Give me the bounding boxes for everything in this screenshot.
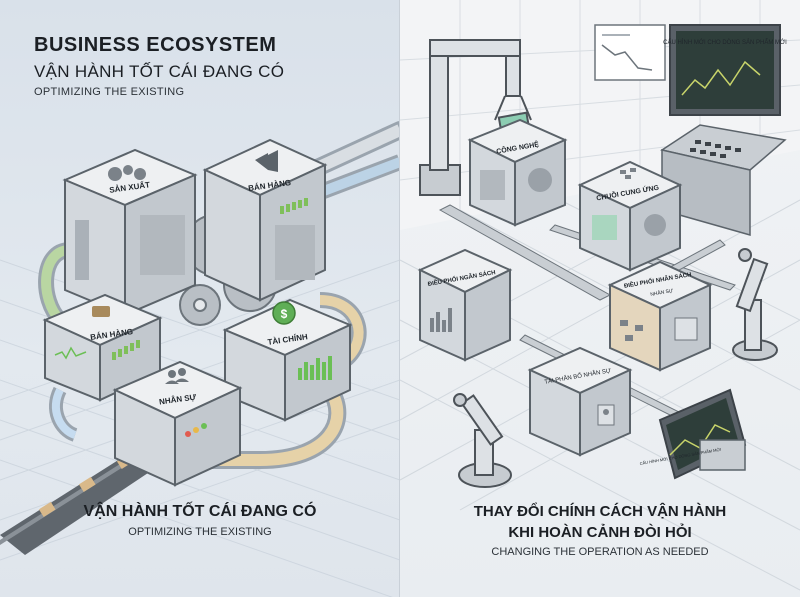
right-caption: THAY ĐỔI CHÍNH CÁCH VẬN HÀNH: [473, 503, 727, 520]
pipe: [52, 388, 77, 439]
control-console: [699, 439, 746, 471]
module-tai-phan-bo-nhan-su: TÁI PHÂN BỔ NHÂN SỰ: [527, 346, 633, 457]
chart-icon: [674, 317, 698, 341]
monitor-label-text: CẤU HÌNH MỚI CHO DÒNG SẢN PHẨM MỚI: [663, 39, 787, 46]
pipe: [319, 295, 364, 364]
module-dieu-phoi-ngan-sach: ĐIỀU PHỐI NGÂN SÁCH: [417, 248, 513, 362]
briefcase-icon: [92, 306, 110, 317]
module-sublabel: NHÂN SỰ: [650, 287, 675, 298]
gears-icon: [108, 165, 146, 181]
right-panel: CẤU HÌNH MỚI CHO DÒNG SẢN PHẨM MỚI: [400, 0, 800, 597]
left-panel: SẢN XUẤT BÁN HÀNG: [0, 0, 400, 597]
monitor-top: CẤU HÌNH MỚI CHO DÒNG SẢN PHẨM MỚI: [660, 24, 787, 236]
chip-icon: [480, 170, 505, 200]
module-nhan-su: NHÂN SỰ: [112, 360, 243, 487]
page-subtitle: VẬN HÀNH TỐT CÁI ĐANG CÓ: [34, 62, 285, 81]
module-ban-hang-bottom: BÁN HÀNG: [42, 293, 163, 402]
page-title: BUSINESS ECOSYSTEM: [34, 34, 277, 56]
megaphone-icon: [255, 150, 278, 172]
chip-icon: [528, 168, 552, 192]
left-caption: VẬN HÀNH TỐT CÁI ĐANG CÓ: [83, 503, 317, 520]
right-caption-line2: KHI HOÀN CẢNH ĐÒI HỎI: [508, 524, 692, 541]
robot-arm: [732, 248, 778, 361]
dollar-icon: $: [281, 307, 288, 321]
status-light: [193, 427, 199, 433]
module-cong-nghe: CÔNG NGHỆ: [467, 118, 568, 227]
indicator-bar: [112, 340, 140, 360]
line-graph: [681, 60, 761, 96]
right-illustration: CẤU HÌNH MỚI CHO DÒNG SẢN PHẨM MỚI: [400, 0, 800, 591]
flowchart-icon: [620, 320, 643, 341]
right-caption-en: CHANGING THE OPERATION AS NEEDED: [491, 546, 709, 558]
equalizer-display: [298, 356, 332, 380]
keyboard: [690, 140, 741, 158]
pipe: [180, 386, 344, 466]
pulse-graph: [54, 346, 87, 360]
people-icon: [165, 368, 189, 384]
status-light: [185, 431, 191, 437]
dollar-icon: [272, 301, 296, 325]
module-tai-chinh: $ TÀI CHÍNH: [222, 298, 353, 422]
refresh-icon: [592, 215, 617, 240]
page-subtitle-en: OPTIMIZING THE EXISTING: [34, 86, 185, 98]
module-chuoi-cung-ung: CHUỖI CUNG ỨNG: [577, 160, 683, 272]
module-ban-hang-top: BÁN HÀNG: [202, 138, 328, 302]
module-san-xuat: SẢN XUẤT: [62, 148, 198, 317]
status-light: [201, 423, 207, 429]
pipe: [41, 245, 71, 324]
indicator-bar: [280, 198, 308, 214]
chart-icon: [430, 308, 452, 332]
robot-arm: [453, 393, 512, 488]
wall-chart: [594, 24, 666, 81]
monitor-label: CẤU HÌNH MỚI CHO DÒNG SẢN PHẨM MỚI: [663, 39, 787, 46]
network-icon: [620, 168, 636, 179]
conveyor-belt: [0, 440, 175, 555]
badge-icon: [603, 409, 609, 415]
left-illustration: SẢN XUẤT BÁN HÀNG: [0, 121, 400, 597]
module-dieu-phoi-nhan-sach: ĐIỀU PHỐI NHÂN SÁCH NHÂN SỰ: [607, 260, 713, 372]
left-caption-en: OPTIMIZING THE EXISTING: [128, 526, 272, 538]
gear-icon: [644, 214, 666, 236]
